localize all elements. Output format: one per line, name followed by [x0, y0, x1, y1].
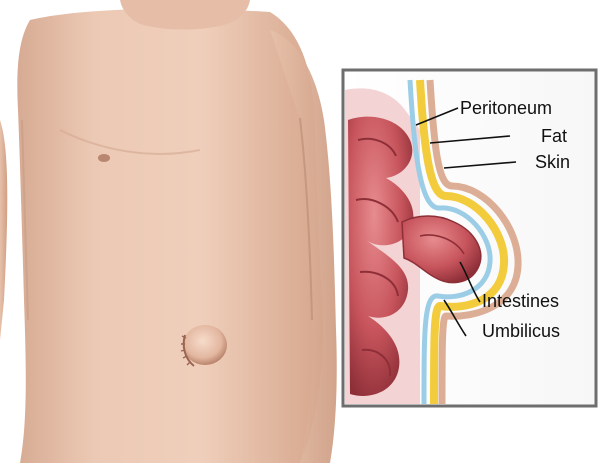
intestines-label: Intestines [482, 291, 559, 311]
fat-label: Fat [541, 126, 567, 146]
umbilicus-label: Umbilicus [482, 321, 560, 341]
cross-section-panel: Peritoneum Fat Skin Intestines Umbilicus [343, 70, 596, 406]
skin-label: Skin [535, 152, 570, 172]
nipple-mark [98, 154, 110, 162]
peritoneum-label: Peritoneum [460, 98, 552, 118]
torso-figure [0, 0, 337, 463]
